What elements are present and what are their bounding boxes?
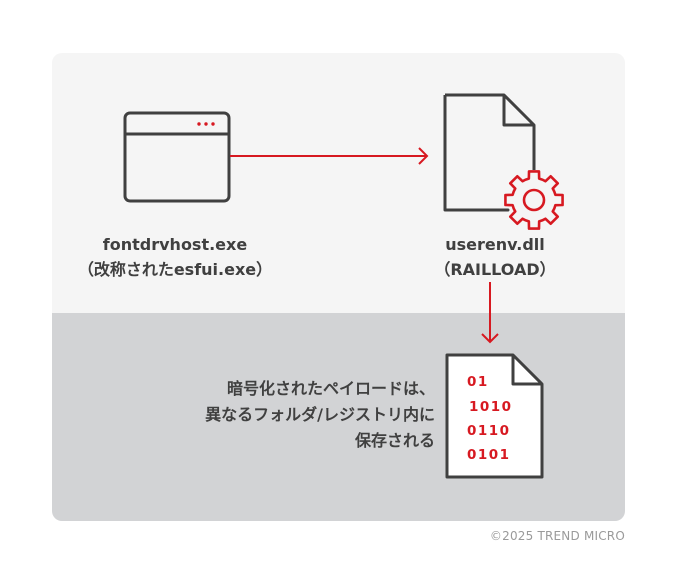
output-description: 暗号化されたペイロードは、 異なるフォルダ/レジストリ内に 保存される [110, 376, 435, 454]
binary-row: 0101 [467, 447, 511, 463]
source-note: （改称されたesfui.exe） [77, 260, 273, 279]
description-line: 暗号化されたペイロードは、 [226, 379, 435, 398]
description-line: 保存される [354, 431, 435, 450]
source-node-label: fontdrvhost.exe （改称されたesfui.exe） [60, 232, 290, 282]
arrow-exe-to-dll [230, 147, 429, 165]
copyright-notice: ©2025 TREND MICRO [489, 529, 625, 543]
source-filename: fontdrvhost.exe [102, 235, 248, 254]
binary-row: 1010 [469, 399, 513, 415]
description-line: 異なるフォルダ/レジストリ内に [205, 405, 435, 424]
binary-file-icon: 01 1010 0110 0101 [445, 353, 544, 479]
binary-row: 0110 [467, 423, 511, 439]
arrow-dll-to-output [481, 282, 499, 344]
target-filename: userenv.dll [445, 235, 545, 254]
binary-row: 01 [467, 374, 489, 390]
target-note: （RAILLOAD） [434, 260, 556, 279]
target-node-label: userenv.dll （RAILLOAD） [380, 232, 610, 282]
gear-icon [504, 170, 564, 230]
dll-file-gear-icon [443, 93, 564, 230]
application-window-icon [123, 111, 231, 203]
